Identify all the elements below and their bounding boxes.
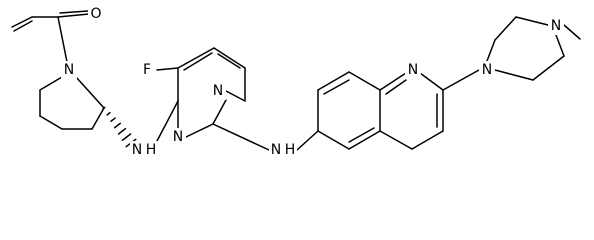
pyrimidine-bond-c5-c6 [177,47,215,69]
oxygen-atom: O [88,5,104,23]
piperazine-nitrogen-top-label: N [551,18,561,34]
quinoline-bond-3 [348,71,381,91]
quinoline-bond-2 [317,71,350,91]
quinoline-bond-5 [348,130,381,150]
pyrimidine-to-amine-right-bond [212,123,270,151]
stereo-hash-bond-segment [117,127,127,135]
stereo-hash-bond-segment [102,106,106,110]
piperidine-bond-5 [91,107,105,130]
carbonyl-to-piperidine-nitrogen-bond [57,16,68,63]
pyrimidine-nitrogen-bottom-atom: N [170,128,186,146]
piperazine-bond-5 [532,55,565,81]
vinyl-double-bond-inner [13,20,33,32]
amine-right-atom: N H [269,141,297,159]
quinoline-bond-6 [317,130,350,150]
amine-right-hydrogen-label: H [285,142,296,158]
piperazine-nitrogen-bottom-atom: N [479,61,495,79]
amine-left-nitrogen-label: N [132,142,142,158]
piperazine-bond-3 [515,16,549,26]
piperazine-nitrogen-top-atom: N [548,17,564,35]
quinoline-bond-11 [379,130,413,150]
stereo-hash-bond-segment [113,122,122,129]
stereo-hash-bond-segment [110,117,116,123]
quinoline-bond-7 [379,72,407,91]
quinoline-double-bond-4 [385,79,407,95]
quinoline-nitrogen-label: N [408,62,418,78]
carbonyl-double-bond-inner [59,10,89,14]
amine-left-atom: N H [130,141,158,159]
piperazine-bond-6 [494,69,534,81]
piperidine-nitrogen-atom: N [61,61,77,79]
pyrimidine-nitrogen-top-label: N [213,83,223,99]
pyrimidine-bond-c3-n3 [212,99,227,125]
quinoline-to-piperazine-bond [442,69,480,91]
piperidine-bond-6 [75,76,105,109]
piperazine-bond-2 [494,16,517,41]
quinoline-double-bond-1 [323,79,350,95]
piperazine-bond-4 [555,34,565,57]
pyrimidine-bond-c2-n3 [225,90,246,102]
amine-left-hydrogen-label: H [146,142,157,158]
atom-label-layer: O N F N N N H N H N [61,5,564,159]
stereo-layer [102,106,137,148]
carbon-fluorine-bond [156,67,179,71]
pyrimidine-nitrogen-bottom-label: N [173,129,183,145]
pyrimidine-double-bond-c5-c6 [183,52,213,71]
piperidine-bond-1 [39,76,63,91]
quinoline-nitrogen-atom: N [405,61,421,79]
fluorine-atom: F [139,61,155,79]
vinyl-double-bond [11,16,33,28]
amine-right-nitrogen-label: N [271,142,281,158]
oxygen-label: O [90,6,101,22]
quinoline-bond-8 [419,72,444,91]
amine-right-to-quinoline-bond [296,130,319,151]
pyrimidine-nitrogen-top-atom: N [210,82,226,100]
piperidine-bond-3 [39,115,63,130]
piperazine-bond-1 [486,39,496,62]
fluorine-label: F [143,62,151,78]
piperazine-methyl-bond [563,24,581,40]
pyrimidine-to-amine-left-bond [156,100,179,142]
pyrimidine-double-bond-c6-c1 [217,53,241,69]
quinoline-bond-10 [411,130,444,150]
carbonyl-carbon-bond [57,13,90,18]
quinoline-double-bond-2 [348,127,375,143]
pyrimidine-bond-n4-c3 [185,123,214,138]
pyrimidine-bond-c6-c1 [213,47,246,69]
piperazine-nitrogen-bottom-label: N [482,62,492,78]
stereo-hash-bond-segment [106,111,111,116]
stereo-hash-bond-segment [121,133,132,142]
piperidine-nitrogen-label: N [64,62,74,78]
chemical-structure-diagram: O N F N N N H N H N [11,5,581,159]
bond-layer [11,10,581,151]
